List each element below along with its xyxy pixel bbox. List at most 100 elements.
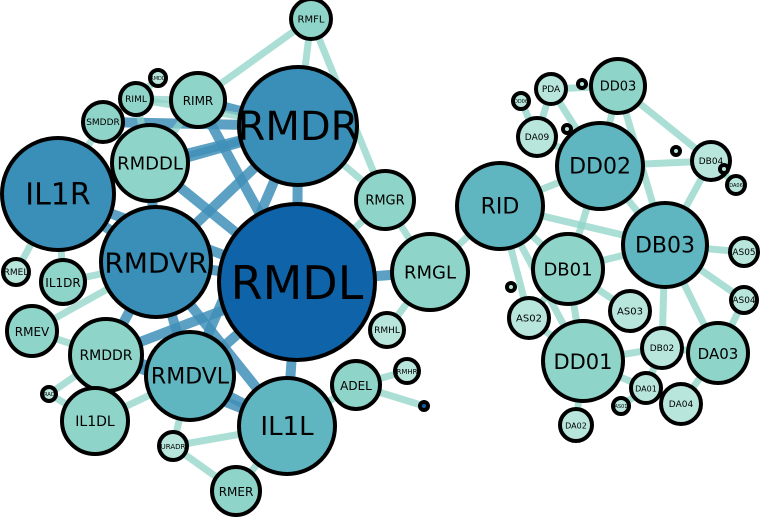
node-as03[interactable]: AS03 bbox=[608, 289, 652, 333]
node-circle bbox=[531, 232, 605, 306]
node-as04[interactable]: AS04 bbox=[729, 285, 759, 315]
node-dd01[interactable]: DD01 bbox=[541, 319, 625, 403]
node-rmdvr[interactable]: RMDVR bbox=[99, 205, 213, 319]
node-circle bbox=[81, 100, 125, 144]
node-dd06[interactable]: DD06 bbox=[511, 91, 531, 111]
node-dd03[interactable]: DD03 bbox=[589, 57, 647, 115]
node-label: DD01 bbox=[553, 350, 612, 374]
node-circle bbox=[455, 161, 545, 251]
node-circle bbox=[237, 65, 359, 187]
node-circle bbox=[418, 400, 430, 412]
node-rmer[interactable]: RMER bbox=[210, 465, 262, 517]
node-smddr[interactable]: SMDDR bbox=[81, 100, 125, 144]
node-circle bbox=[60, 386, 130, 456]
node-dot4[interactable] bbox=[670, 145, 682, 157]
node-rmddr[interactable]: RMDDR bbox=[68, 317, 144, 393]
node-circle bbox=[1, 257, 31, 287]
node-circle bbox=[608, 289, 652, 333]
node-dot6[interactable] bbox=[505, 281, 517, 293]
node-as05[interactable]: AS05 bbox=[728, 236, 760, 268]
node-dot5[interactable] bbox=[718, 163, 730, 175]
node-db03[interactable]: DB03 bbox=[621, 201, 709, 289]
node-circle bbox=[611, 396, 631, 416]
node-da01[interactable]: DA01 bbox=[629, 371, 663, 405]
node-il1r[interactable]: IL1R bbox=[0, 136, 116, 252]
node-label: DA06 bbox=[729, 183, 743, 189]
node-label: DB03 bbox=[635, 234, 695, 259]
node-uradr[interactable]: URADR bbox=[157, 430, 189, 462]
node-label: AS04 bbox=[732, 296, 756, 306]
node-circle bbox=[289, 0, 333, 41]
node-label: AS05 bbox=[732, 248, 755, 258]
node-label: RMFL bbox=[298, 15, 325, 26]
node-circle bbox=[555, 121, 645, 211]
node-rmdl[interactable]: RMDL bbox=[217, 202, 377, 362]
node-circle bbox=[728, 236, 760, 268]
node-label: RMEL bbox=[4, 268, 29, 278]
node-rimr[interactable]: RIMR bbox=[169, 71, 227, 129]
node-circle bbox=[725, 174, 747, 196]
node-rmdr[interactable]: RMDR bbox=[237, 65, 359, 187]
node-il1l[interactable]: IL1L bbox=[237, 376, 337, 476]
node-rmgr[interactable]: RMGR bbox=[354, 169, 416, 231]
node-label: PDA bbox=[542, 85, 561, 95]
node-label: DA01 bbox=[635, 385, 657, 394]
node-circle bbox=[40, 385, 58, 403]
node-da02[interactable]: DA02 bbox=[558, 407, 594, 443]
node-label: RMGL bbox=[404, 263, 456, 284]
node-rmhl[interactable]: RMHL bbox=[368, 311, 406, 349]
node-rid[interactable]: RID bbox=[455, 161, 545, 251]
node-rmev[interactable]: RMEV bbox=[5, 304, 59, 358]
node-db01[interactable]: DB01 bbox=[531, 232, 605, 306]
node-as02[interactable]: AS02 bbox=[507, 296, 551, 340]
node-dot3[interactable] bbox=[561, 123, 573, 135]
node-rmfl[interactable]: RMFL bbox=[289, 0, 333, 41]
node-rmddl[interactable]: RMDDL bbox=[110, 123, 190, 203]
node-label: DA02 bbox=[565, 422, 587, 431]
node-label: DD02 bbox=[569, 155, 631, 180]
node-label: RIML bbox=[125, 95, 147, 105]
node-circle bbox=[0, 136, 116, 252]
node-circle bbox=[5, 304, 59, 358]
node-rmel[interactable]: RMEL bbox=[1, 257, 31, 287]
node-riml[interactable]: RIML bbox=[118, 81, 154, 117]
node-circle bbox=[640, 326, 684, 370]
node-adel[interactable]: ADEL bbox=[330, 359, 382, 411]
node-rmgl[interactable]: RMGL bbox=[390, 232, 470, 312]
node-circle bbox=[330, 359, 382, 411]
node-dot2[interactable] bbox=[576, 78, 588, 90]
node-label: RMDR bbox=[238, 104, 359, 150]
node-label: RID bbox=[481, 195, 520, 220]
node-il1dl[interactable]: IL1DL bbox=[60, 386, 130, 456]
node-label: URADR bbox=[161, 443, 186, 451]
node-label: URADL bbox=[41, 392, 58, 398]
node-circle bbox=[670, 145, 682, 157]
node-db02[interactable]: DB02 bbox=[640, 326, 684, 370]
node-label: RMHR bbox=[396, 368, 417, 376]
node-da09[interactable]: DA09 bbox=[516, 116, 558, 158]
node-label: DB02 bbox=[650, 344, 675, 354]
node-circle bbox=[169, 71, 227, 129]
node-rmdvl[interactable]: RMDVL bbox=[144, 330, 236, 422]
node-pda[interactable]: PDA bbox=[534, 72, 568, 106]
node-circle bbox=[148, 68, 168, 88]
node-rmhr[interactable]: RMHR bbox=[393, 357, 421, 385]
node-label: RMDVR bbox=[104, 247, 207, 280]
node-da03[interactable]: DA03 bbox=[686, 321, 750, 385]
node-da06[interactable]: DA06 bbox=[725, 174, 747, 196]
node-circle bbox=[516, 116, 558, 158]
node-circle bbox=[718, 163, 730, 175]
node-as01[interactable]: AS01 bbox=[611, 396, 631, 416]
node-label: RMDD bbox=[150, 76, 166, 82]
node-dot1[interactable] bbox=[418, 400, 430, 412]
node-dd02[interactable]: DD02 bbox=[555, 121, 645, 211]
node-rmdd[interactable]: RMDD bbox=[148, 68, 168, 88]
node-il1dr[interactable]: IL1DR bbox=[39, 258, 87, 306]
node-uradl[interactable]: URADL bbox=[40, 385, 58, 403]
node-da04[interactable]: DA04 bbox=[659, 382, 703, 426]
node-label: RMDDL bbox=[117, 154, 183, 175]
node-label: DA09 bbox=[525, 133, 550, 143]
node-label: AS01 bbox=[615, 404, 628, 410]
